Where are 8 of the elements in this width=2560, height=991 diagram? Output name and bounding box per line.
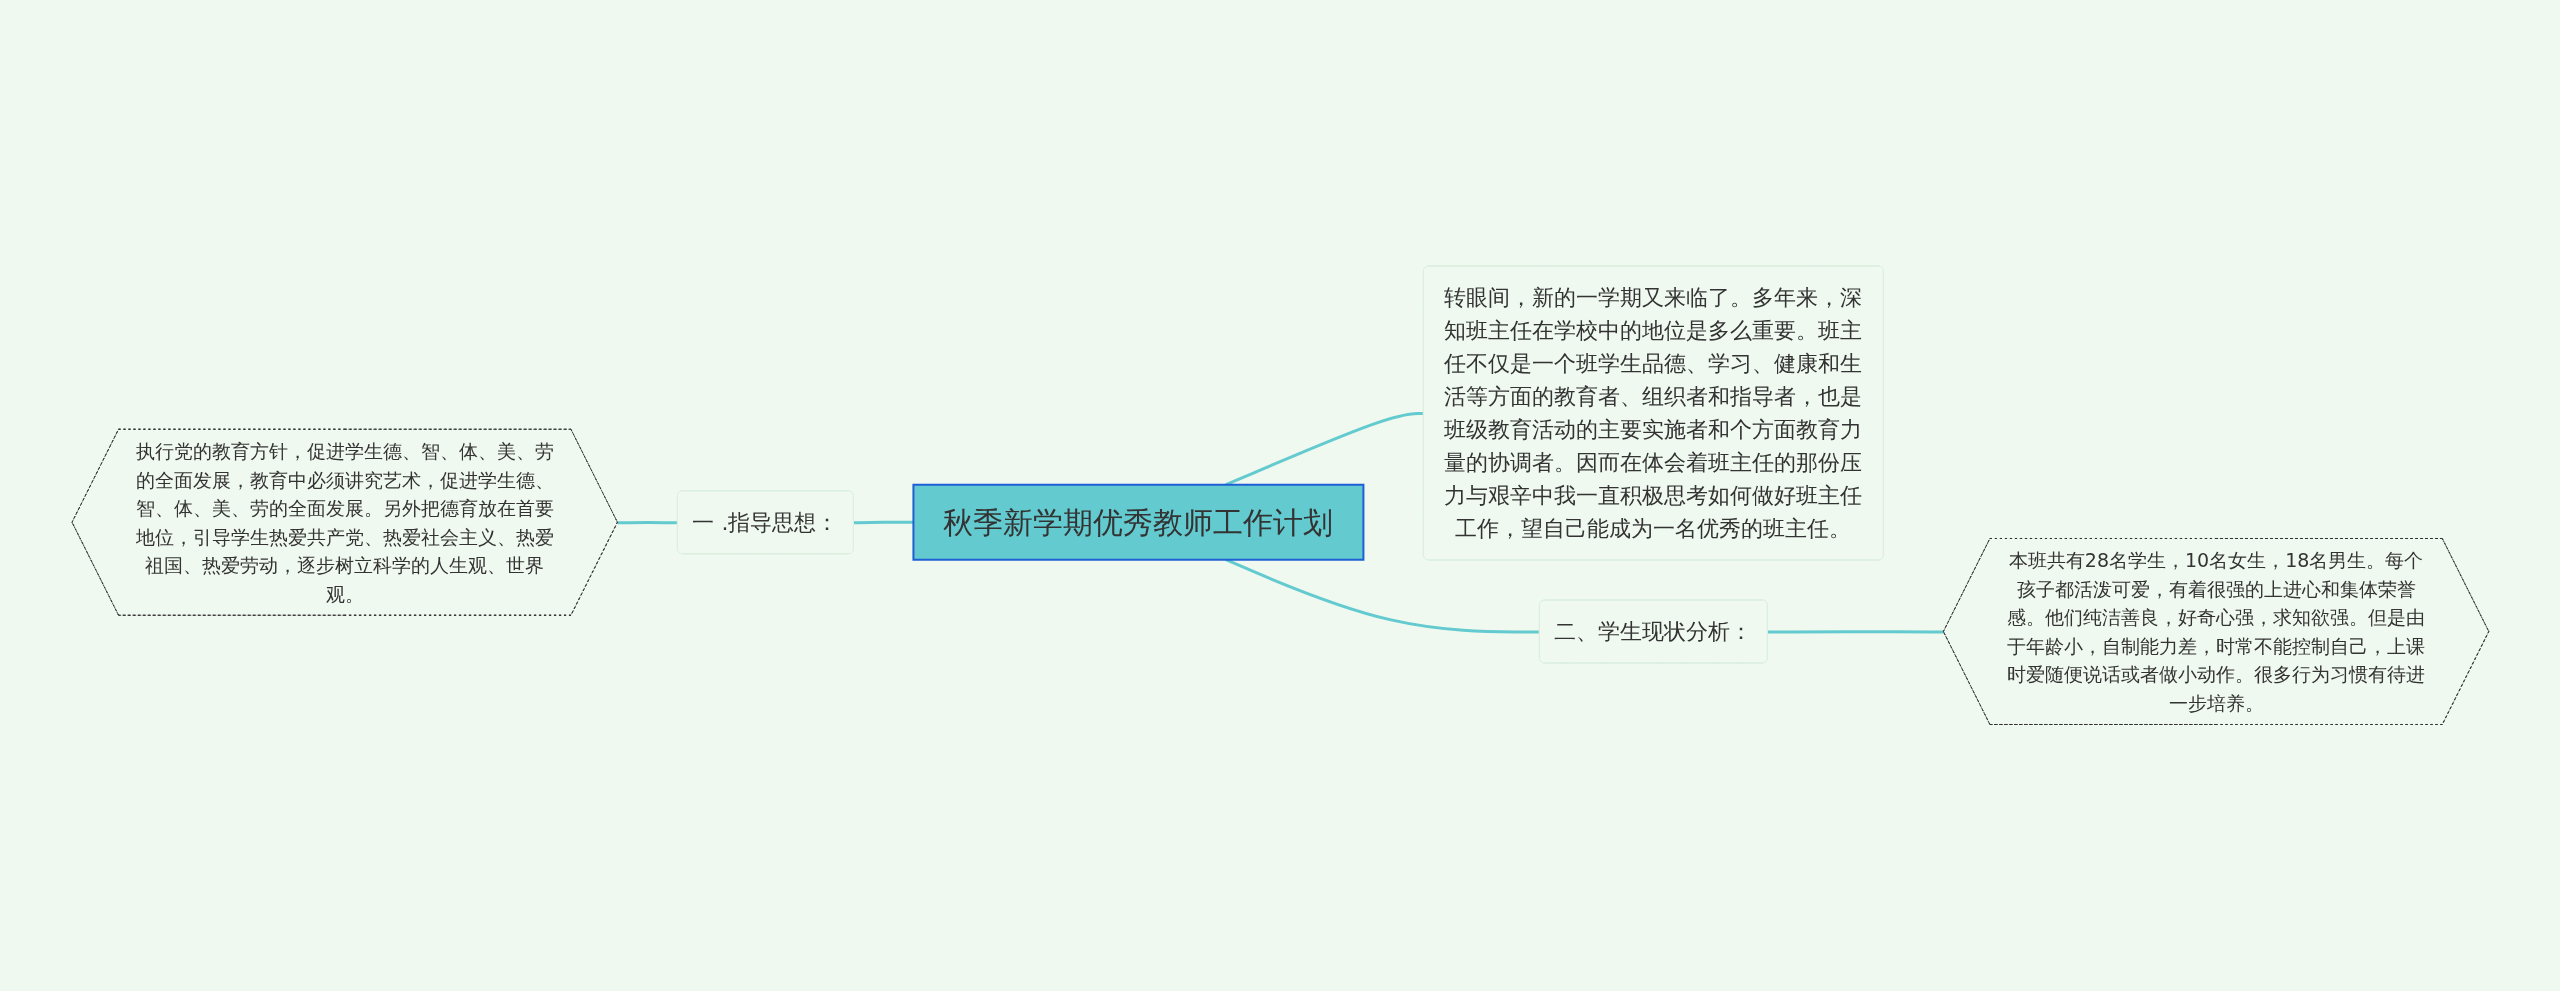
node-text: 转眼间，新的一学期又来临了。多年来，深知班主任在学校中的地位是多么重要。班主任不仅是一个班学生品德、学习、健康和生活等方面的教育者、组织者和指导者，也是班级教育活动的主要实施者和个方面教育力量的协调者。因而在体会着班主任的那份压力与艰辛中我一直积极思考如何做好班主任工作，望自己能成为一名优秀的班主任。	[1443, 285, 1862, 542]
connector	[1224, 558, 1540, 634]
node-box: 秋季新学期优秀教师工作计划	[912, 484, 1364, 561]
node-text: 二、学生现状分析：	[1553, 619, 1752, 645]
node-text: 一 .指导思想：	[692, 509, 839, 535]
connector	[617, 521, 678, 525]
connector	[853, 521, 913, 525]
connector	[1767, 630, 1944, 634]
